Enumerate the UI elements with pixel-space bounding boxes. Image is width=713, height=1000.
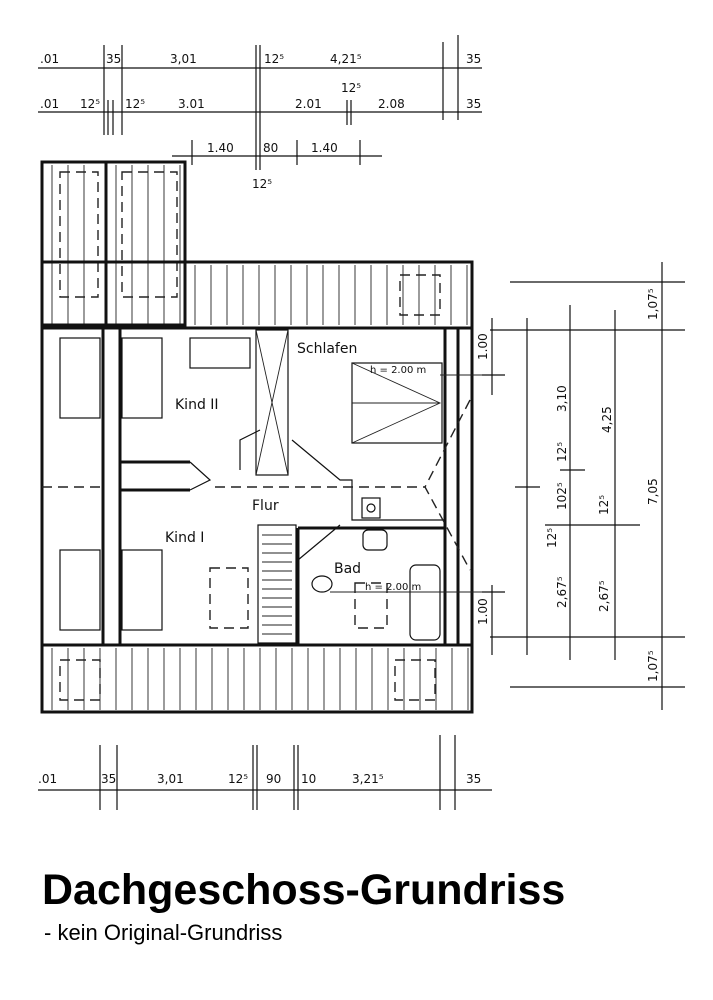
dim-label: .01	[40, 97, 59, 111]
dim-label: 3.01	[178, 97, 205, 111]
dormer-windows	[40, 160, 187, 327]
dim-label: 12⁵	[228, 772, 248, 786]
dim-label: .01	[40, 52, 59, 66]
dim-label: 12⁵	[555, 442, 569, 462]
dim-label: 35	[101, 772, 116, 786]
dim-label: 1,07⁵	[646, 288, 660, 320]
dimension-row-bottom: .01 35 3,01 12⁵ 90 10 3,21⁵ 35	[38, 735, 492, 810]
height-label-schlafen: h = 2.00 m	[370, 365, 426, 376]
dim-label: 1.40	[311, 141, 338, 155]
room-label-schlafen: Schlafen	[297, 341, 357, 357]
dim-label: 1.00	[476, 333, 490, 360]
dim-label: 3,01	[157, 772, 184, 786]
room-label-bad: Bad	[334, 561, 361, 577]
dim-label: 90	[266, 772, 281, 786]
page-title: Dachgeschoss-Grundriss	[42, 866, 566, 914]
dim-label: 35	[466, 97, 481, 111]
dimension-row-top-2: .01 12⁵ 12⁵ 3.01 2.01 12⁵ 2.08 35	[38, 81, 482, 135]
dim-label: 2,67⁵	[597, 580, 611, 612]
room-label-kind-2: Kind II	[175, 397, 219, 413]
dim-label: 2,67⁵	[555, 576, 569, 608]
page-subtitle: - kein Original-Grundriss	[44, 920, 283, 945]
dim-label: 1.40	[207, 141, 234, 155]
dim-label: 4,21⁵	[330, 52, 362, 66]
dim-label: 4,25	[600, 406, 614, 433]
dim-label: 10	[301, 772, 316, 786]
dim-label: .01	[38, 772, 57, 786]
roof-rafters	[51, 165, 469, 710]
dimension-column-right: 1.00 1.00 3,10 12⁵ 102⁵ 12⁵ 2,67⁵ 4,25 1…	[476, 262, 685, 710]
room-labels: Schlafen Kind II Kind I Flur Bad h = 2.0…	[165, 341, 426, 593]
dim-label: 1,07⁵	[646, 650, 660, 682]
dim-label: 12⁵	[597, 495, 611, 515]
dim-label: 12⁵	[80, 97, 100, 111]
dimension-row-top-3: 1.40 80 1.40 12⁵	[172, 140, 382, 191]
dim-label: 35	[466, 52, 481, 66]
room-label-flur: Flur	[252, 498, 279, 514]
dim-label: 12⁵	[341, 81, 361, 95]
dim-label: 7,05	[646, 478, 660, 505]
dim-label: 35	[466, 772, 481, 786]
dim-label: 12⁵	[252, 177, 272, 191]
dim-label: 102⁵	[555, 482, 569, 510]
height-label-bad: h = 2.00 m	[365, 582, 421, 593]
room-label-kind-1: Kind I	[165, 530, 204, 546]
dim-label: 3,10	[555, 385, 569, 412]
dim-label: 12⁵	[264, 52, 284, 66]
dim-label: 3,01	[170, 52, 197, 66]
dim-label: 2.08	[378, 97, 405, 111]
dim-label: 80	[263, 141, 278, 155]
dim-label: 1.00	[476, 598, 490, 625]
dimension-row-top-1: .01 35 3,01 12⁵ 4,21⁵ 35	[38, 35, 482, 170]
walls	[40, 260, 500, 714]
dim-label: 2.01	[295, 97, 322, 111]
dim-label: 35	[106, 52, 121, 66]
dim-label: 12⁵	[545, 528, 559, 548]
dim-label: 12⁵	[125, 97, 145, 111]
dim-label: 3,21⁵	[352, 772, 384, 786]
